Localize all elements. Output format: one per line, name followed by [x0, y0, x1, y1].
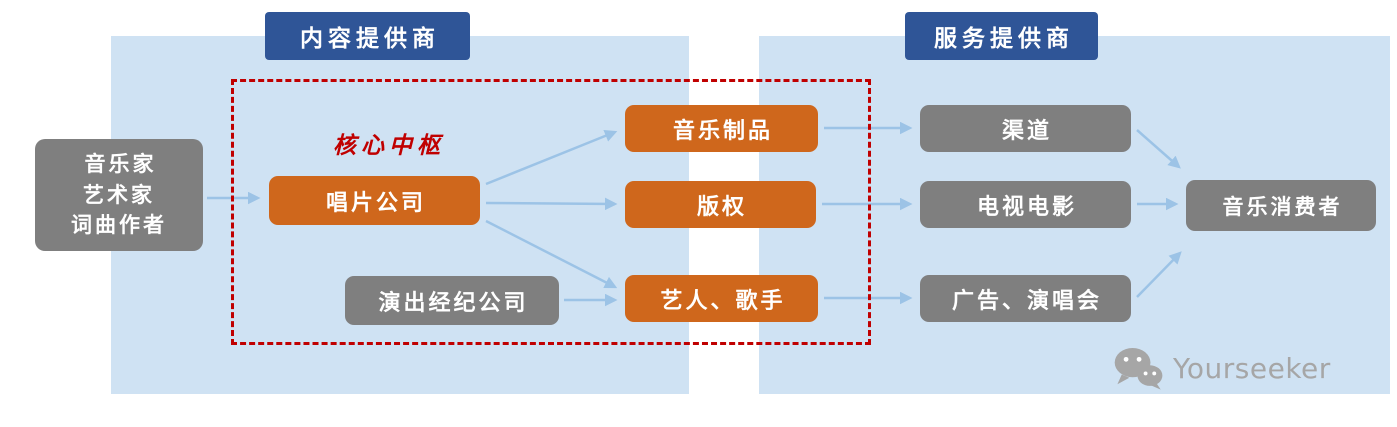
node-tv-film: 电视电影 [920, 181, 1131, 228]
node-creators: 音乐家 艺术家 词曲作者 [35, 139, 203, 251]
core-hub-frame [231, 79, 871, 345]
node-music-products: 音乐制品 [625, 105, 818, 152]
wechat-icon [1114, 347, 1163, 390]
watermark-brand: Yourseeker [1173, 351, 1331, 385]
header-service-provider: 服务提供商 [905, 12, 1098, 60]
node-ads-concerts: 广告、演唱会 [920, 275, 1131, 322]
node-channels: 渠道 [920, 105, 1131, 152]
node-performance-agency: 演出经纪公司 [345, 276, 559, 325]
node-copyright: 版权 [625, 181, 816, 228]
watermark: Yourseeker [1112, 346, 1331, 390]
node-record-company: 唱片公司 [269, 176, 480, 225]
header-content-provider: 内容提供商 [265, 12, 470, 60]
node-music-consumers: 音乐消费者 [1186, 180, 1376, 231]
core-hub-label: 核心中枢 [333, 133, 445, 159]
node-artists-singers: 艺人、歌手 [625, 275, 818, 322]
